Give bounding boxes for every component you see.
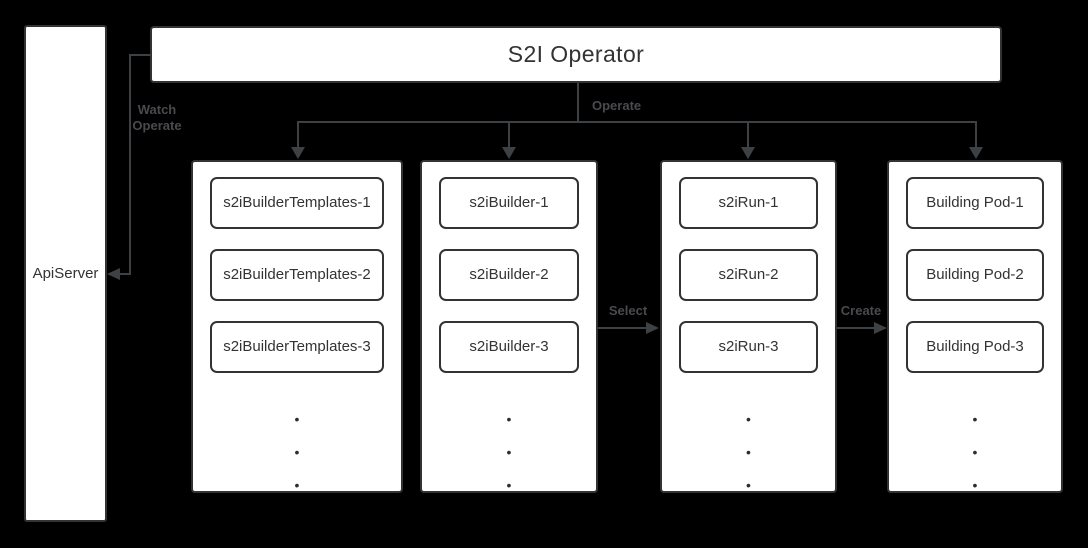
create-connector-line	[837, 327, 875, 329]
run-node-1[interactable]: s2iRun-1	[679, 177, 818, 229]
ellipsis-dot: •	[506, 411, 512, 427]
arrowhead-right-icon	[874, 322, 887, 334]
run-node-2-label: s2iRun-2	[718, 266, 779, 284]
operate-connector-drop	[577, 83, 579, 123]
operate-branch-line-3	[747, 121, 749, 149]
runs-group[interactable]: s2iRun-1 s2iRun-2 s2iRun-3 • • •	[660, 160, 837, 493]
builders-group[interactable]: s2iBuilder-1 s2iBuilder-2 s2iBuilder-3 •…	[420, 160, 598, 493]
operate-branch-line-1	[297, 121, 299, 149]
s2i-operator-node[interactable]: S2I Operator	[150, 26, 1002, 83]
operate-branch-line-2	[508, 121, 510, 149]
ellipsis-dots: • • •	[507, 403, 512, 502]
select-label: Select	[608, 303, 648, 318]
templates-node-3-label: s2iBuilderTemplates-3	[223, 338, 371, 356]
pod-node-3[interactable]: Building Pod-3	[906, 321, 1044, 373]
run-node-3-label: s2iRun-3	[718, 338, 779, 356]
watch-operate-connector-stub	[116, 273, 131, 275]
ellipsis-dot: •	[746, 477, 751, 493]
ellipsis-dot: •	[294, 444, 300, 460]
create-label: Create	[840, 303, 882, 318]
arrowhead-down-icon	[291, 147, 305, 159]
operate-label-line: Operate	[132, 118, 182, 133]
arrowhead-down-icon	[741, 147, 755, 159]
ellipsis-dot: •	[972, 411, 978, 427]
templates-node-2-label: s2iBuilderTemplates-2	[223, 266, 371, 284]
ellipsis-dot: •	[746, 411, 751, 427]
ellipsis-dot: •	[972, 477, 978, 493]
templates-node-2[interactable]: s2iBuilderTemplates-2	[210, 249, 384, 301]
templates-node-1[interactable]: s2iBuilderTemplates-1	[210, 177, 384, 229]
builder-node-1[interactable]: s2iBuilder-1	[439, 177, 579, 229]
apiserver-node[interactable]: ApiServer	[24, 25, 107, 522]
templates-group[interactable]: s2iBuilderTemplates-1 s2iBuilderTemplate…	[191, 160, 403, 493]
run-node-2[interactable]: s2iRun-2	[679, 249, 818, 301]
ellipsis-dot: •	[294, 411, 300, 427]
ellipsis-dot: •	[506, 477, 512, 493]
ellipsis-dot: •	[972, 444, 978, 460]
pod-node-1[interactable]: Building Pod-1	[906, 177, 1044, 229]
arrowhead-down-icon	[502, 147, 516, 159]
ellipsis-dots: • • •	[295, 403, 300, 502]
ellipsis-dots: • • •	[973, 403, 978, 502]
watch-operate-label: Watch Operate	[128, 102, 186, 134]
watch-operate-connector-vertical	[129, 54, 131, 274]
builder-node-3[interactable]: s2iBuilder-3	[439, 321, 579, 373]
builder-node-2[interactable]: s2iBuilder-2	[439, 249, 579, 301]
builder-node-3-label: s2iBuilder-3	[469, 338, 549, 356]
operate-connector-horizontal	[297, 121, 977, 123]
ellipsis-dot: •	[506, 444, 512, 460]
arrowhead-left-icon	[107, 268, 120, 280]
pod-node-2[interactable]: Building Pod-2	[906, 249, 1044, 301]
select-connector-line	[598, 327, 647, 329]
watch-operate-connector-top	[129, 54, 151, 56]
ellipsis-dot: •	[746, 444, 751, 460]
builder-node-2-label: s2iBuilder-2	[469, 266, 549, 284]
templates-node-3[interactable]: s2iBuilderTemplates-3	[210, 321, 384, 373]
builder-node-1-label: s2iBuilder-1	[469, 194, 549, 212]
pod-node-1-label: Building Pod-1	[926, 194, 1024, 212]
pod-node-3-label: Building Pod-3	[926, 338, 1024, 356]
pod-node-2-label: Building Pod-2	[926, 266, 1024, 284]
pods-group[interactable]: Building Pod-1 Building Pod-2 Building P…	[887, 160, 1063, 493]
arrowhead-right-icon	[646, 322, 659, 334]
operate-label: Operate	[592, 98, 642, 113]
ellipsis-dot: •	[294, 477, 300, 493]
templates-node-1-label: s2iBuilderTemplates-1	[223, 194, 371, 212]
watch-label-line: Watch	[137, 102, 177, 117]
apiserver-label: ApiServer	[32, 265, 99, 282]
s2i-operator-title: S2I Operator	[507, 41, 645, 67]
run-node-1-label: s2iRun-1	[718, 194, 779, 212]
ellipsis-dots: • • •	[746, 403, 751, 502]
arrowhead-down-icon	[969, 147, 983, 159]
operate-branch-line-4	[975, 121, 977, 149]
run-node-3[interactable]: s2iRun-3	[679, 321, 818, 373]
